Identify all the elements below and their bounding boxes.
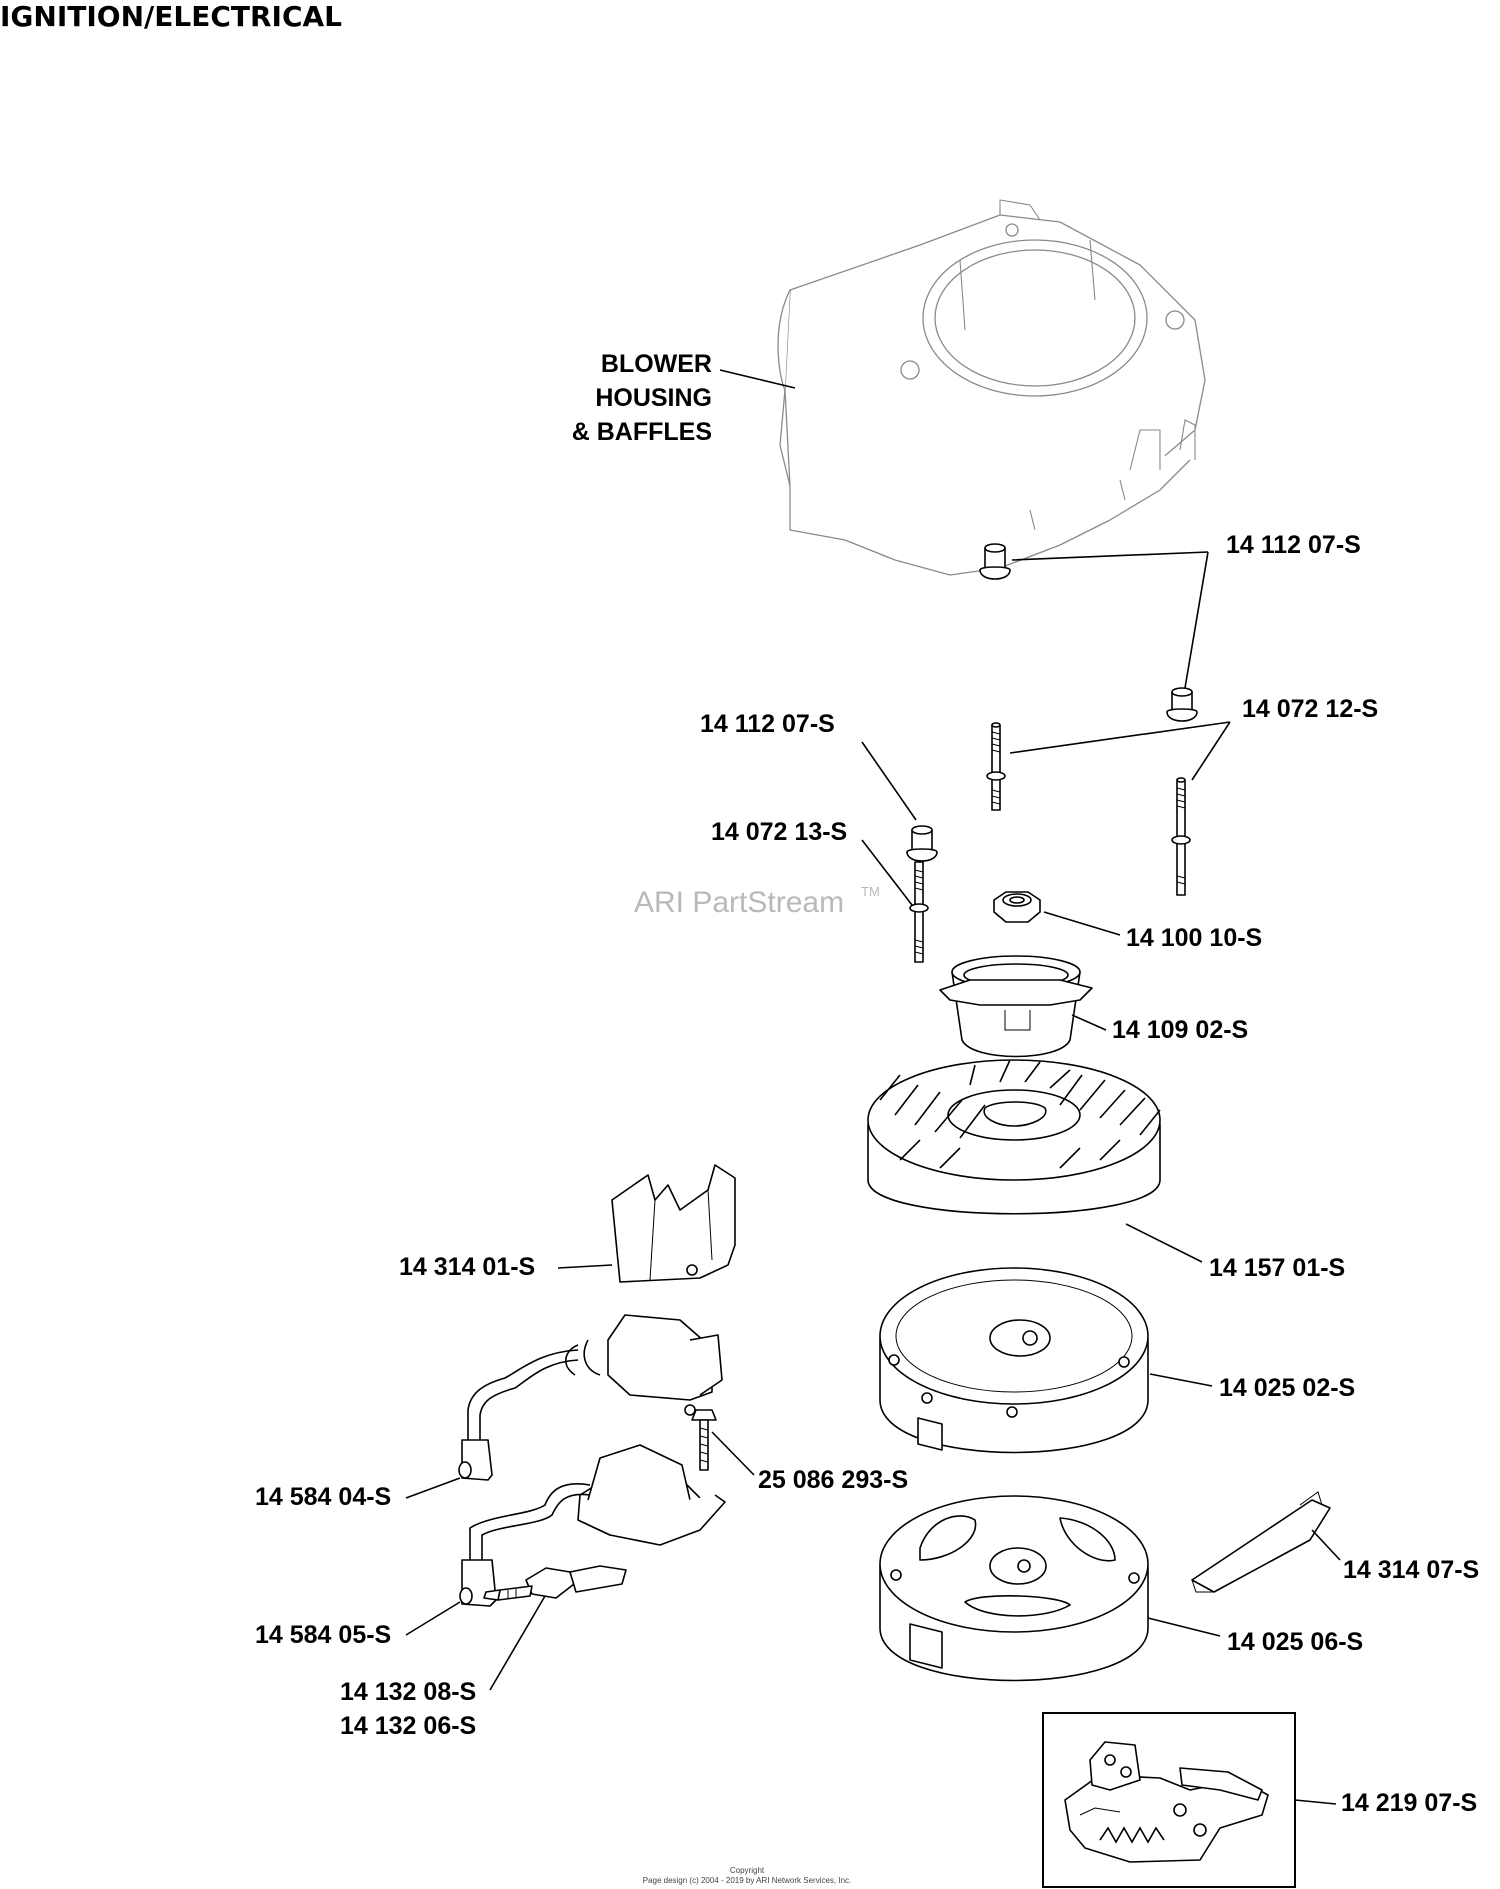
leader-stud-c xyxy=(861,839,913,906)
label-14-112-07-s-left: 14 112 07-S xyxy=(700,710,835,738)
label-14-314-07-s: 14 314 07-S xyxy=(1343,1556,1479,1584)
label-14-072-12-s: 14 072 12-S xyxy=(1242,695,1378,723)
leader-spacers-top xyxy=(1011,551,1209,689)
label-14-072-13-s: 14 072 13-S xyxy=(711,818,847,846)
cooling-fan[interactable] xyxy=(867,1059,1161,1215)
label-14-219-07-s: 14 219 07-S xyxy=(1341,1789,1477,1817)
leader-spark-plug xyxy=(489,1595,546,1691)
copyright-line-1: Copyright xyxy=(730,1866,765,1875)
label-blower-1: BLOWER xyxy=(601,350,712,378)
label-blower-2: HOUSING xyxy=(595,384,712,412)
leader-wire-b xyxy=(405,1601,461,1636)
label-14-157-01-s: 14 157 01-S xyxy=(1209,1254,1345,1282)
brake-assembly[interactable] xyxy=(1064,1741,1269,1863)
label-14-132-06-s: 14 132 06-S xyxy=(340,1712,476,1740)
leader-baffle-b xyxy=(1311,1529,1341,1561)
baffle-a[interactable] xyxy=(611,1164,736,1283)
label-14-025-02-s: 14 025 02-S xyxy=(1219,1374,1355,1402)
label-14-584-05-s: 14 584 05-S xyxy=(255,1621,391,1649)
label-14-314-01-s: 14 314 01-S xyxy=(399,1253,535,1281)
leader-brake xyxy=(1294,1799,1337,1805)
stud-b[interactable] xyxy=(1171,777,1191,896)
label-14-109-02-s: 14 109 02-S xyxy=(1112,1016,1248,1044)
baffle-b[interactable] xyxy=(1191,1491,1331,1593)
leader-flywheel-a xyxy=(1149,1373,1213,1387)
label-14-584-04-s: 14 584 04-S xyxy=(255,1483,391,1511)
watermark: ARI PartStream xyxy=(634,886,844,919)
stud-c[interactable] xyxy=(909,861,929,963)
blower-housing[interactable] xyxy=(777,199,1206,576)
leader-spacer-left xyxy=(861,741,917,821)
leader-wire-a xyxy=(405,1477,461,1499)
screen-cup[interactable] xyxy=(939,955,1093,1058)
spacer-top-a[interactable] xyxy=(979,543,1011,580)
spacer-left[interactable] xyxy=(906,825,938,862)
page-title: IGNITION/ELECTRICAL xyxy=(0,0,342,33)
ignition-module-a[interactable] xyxy=(565,1314,723,1416)
leader-screw xyxy=(711,1431,755,1476)
leader-fan xyxy=(1125,1223,1203,1263)
mounting-screw[interactable] xyxy=(691,1409,717,1471)
spark-plug-wire-a[interactable] xyxy=(458,1349,579,1481)
stud-a[interactable] xyxy=(986,722,1006,811)
flywheel-nut[interactable] xyxy=(993,891,1041,923)
label-14-100-10-s: 14 100 10-S xyxy=(1126,924,1262,952)
flywheel-a[interactable] xyxy=(879,1267,1149,1454)
label-blower-3: & BAFFLES xyxy=(572,418,712,446)
leader-nut xyxy=(1043,911,1121,936)
flywheel-b[interactable] xyxy=(879,1495,1149,1682)
label-25-086-293-s: 25 086 293-S xyxy=(758,1466,908,1494)
leader-studs-b xyxy=(1009,721,1231,781)
leader-baffle-a xyxy=(557,1264,613,1269)
spacer-top-b[interactable] xyxy=(1166,687,1198,722)
ignition-module-b[interactable] xyxy=(577,1444,726,1546)
copyright-line-2: Page design (c) 2004 - 2019 by ARI Netwo… xyxy=(643,1876,852,1885)
label-14-112-07-s-top: 14 112 07-S xyxy=(1226,531,1361,559)
leader-cup xyxy=(1071,1014,1107,1031)
watermark-tm: TM xyxy=(861,884,880,899)
leader-blower xyxy=(719,369,796,389)
label-14-132-08-s: 14 132 08-S xyxy=(340,1678,476,1706)
spark-plug[interactable] xyxy=(483,1565,627,1601)
leader-flywheel-b xyxy=(1147,1617,1221,1637)
label-14-025-06-s: 14 025 06-S xyxy=(1227,1628,1363,1656)
